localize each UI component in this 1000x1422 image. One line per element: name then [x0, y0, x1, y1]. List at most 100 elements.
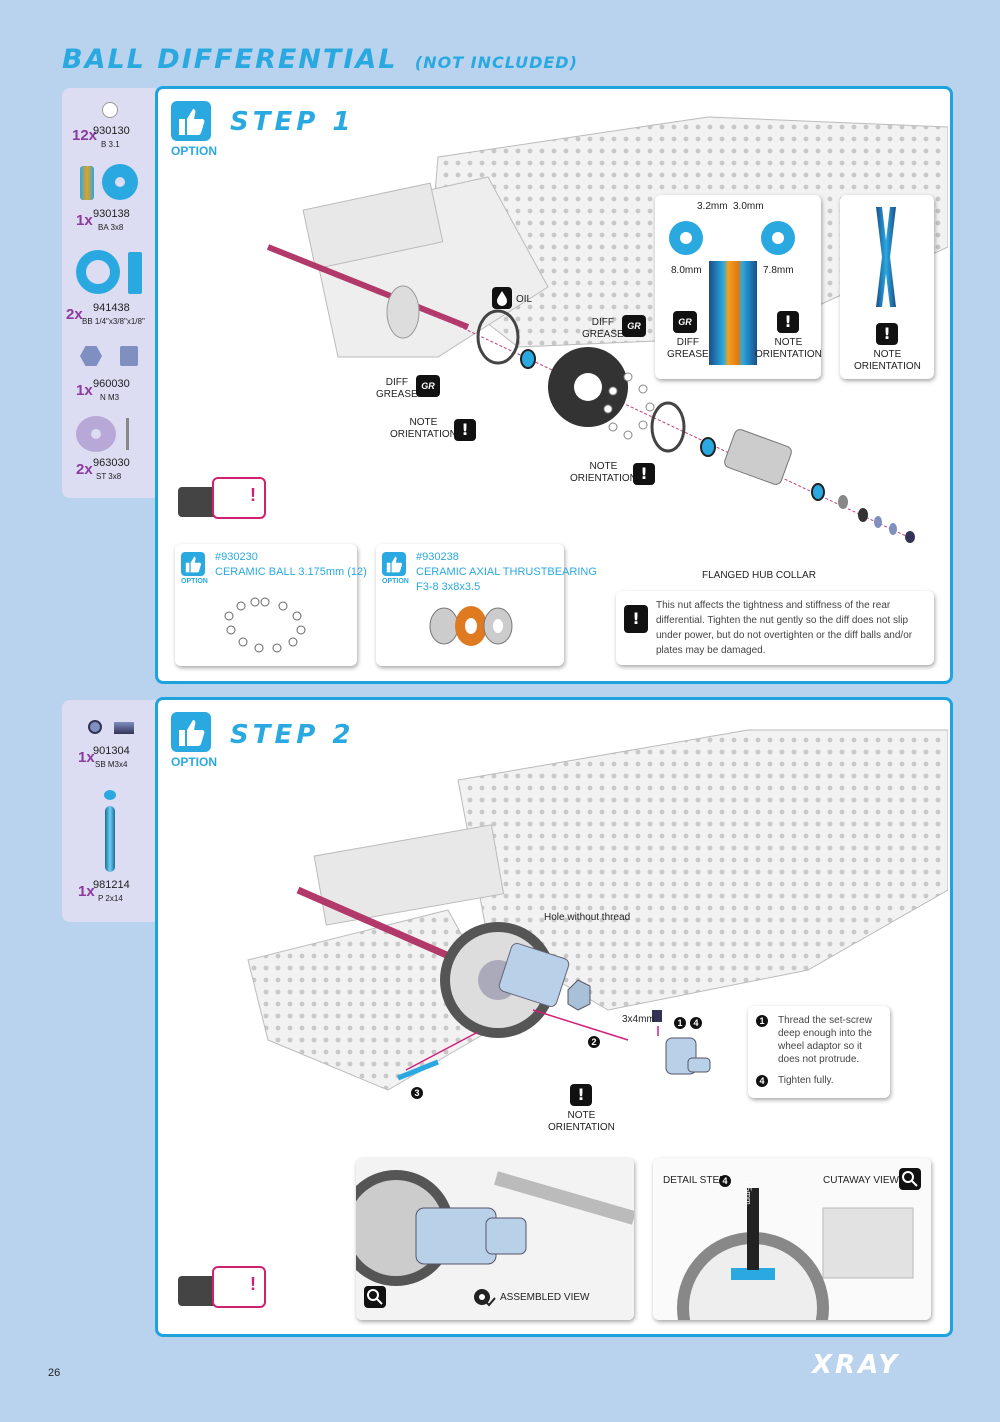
step-number: 4	[756, 1075, 768, 1087]
assembled-view-card: ASSEMBLED VIEW	[356, 1158, 634, 1320]
set-screw-icon	[88, 720, 102, 734]
step-marker-1: 1	[674, 1013, 686, 1031]
part-name: BA 3x8	[98, 223, 124, 232]
page-title: BALL DIFFERENTIAL (NOT INCLUDED)	[62, 44, 578, 75]
steel-washer-side-icon	[126, 418, 129, 450]
detail-step-label: DETAIL STEP	[663, 1175, 726, 1186]
part-name: SB M3x4	[95, 760, 128, 769]
part-number: 901304	[93, 745, 130, 757]
part-number: 930130	[93, 125, 130, 137]
dimension-label: 3.2mm	[697, 201, 728, 212]
instruction-1: 1 Thread the set-screw deep enough into …	[756, 1014, 882, 1066]
part-number: 960030	[93, 378, 130, 390]
part-name: ST 3x8	[96, 472, 122, 481]
option-part-number: #930230	[215, 551, 258, 563]
note-orientation-label: NOTE ORIENTATION	[570, 461, 637, 484]
hole-without-thread-label: Hole without thread	[544, 912, 631, 923]
nut-side-icon	[120, 346, 138, 366]
dimension-label: 7.8mm	[763, 265, 794, 276]
set-screw-side-icon	[114, 722, 134, 734]
step-title: STEP 1	[230, 107, 355, 137]
gear-check-icon	[472, 1286, 496, 1308]
spring-washer-icon	[876, 207, 888, 307]
spring-washer-icon	[884, 207, 896, 307]
thumbs-up-icon	[171, 101, 211, 141]
brand-logo: XRAY	[812, 1350, 901, 1380]
grease-icon: GR	[673, 311, 697, 333]
warning-note-text: This nut affects the tightness and stiff…	[656, 600, 913, 656]
step-marker-2: 2	[588, 1032, 600, 1050]
grease-icon: GR	[622, 315, 646, 337]
option-card-ceramic-ball: OPTION #930230 CERAMIC BALL 3.175mm (12)	[175, 544, 367, 666]
option-label: OPTION	[181, 578, 208, 585]
step2-parts-bar: 1x 901304 SB M3x4 1x 981214 P 2x14	[62, 700, 162, 922]
part-qty: 1x	[76, 382, 93, 399]
oil-label: OIL	[516, 294, 533, 305]
part-qty: 1x	[78, 883, 95, 900]
instruction-text: Thread the set-screw deep enough into th…	[778, 1015, 872, 1065]
step-number: 1	[756, 1015, 768, 1027]
magnifier-icon	[899, 1168, 921, 1190]
washer-icon	[102, 164, 138, 200]
detail-step-card: DETAIL STEP 4 1.5mm CUTAWAY VIEW	[653, 1158, 931, 1320]
step2-panel: OPTION STEP 2 Hole without thread 3x4mm …	[155, 697, 953, 1337]
nut-icon	[80, 346, 102, 366]
note-orientation-label: NOTE ORIENTATION	[548, 1110, 615, 1133]
page-title-sub: (NOT INCLUDED)	[414, 53, 578, 72]
part-qty: 2x	[66, 306, 83, 323]
part-number: 930138	[93, 208, 130, 220]
dimension-label: 8.0mm	[671, 265, 702, 276]
diff-installation-diagram	[247, 729, 948, 1091]
diff-grease-label: DIFF GREASE	[582, 317, 624, 340]
step1-parts-bar: 12x 930130 B 3.1 1x 930138 BA 3x8 2x 941…	[62, 88, 162, 498]
part-number: 963030	[93, 457, 130, 469]
exclamation-icon: !	[624, 605, 648, 633]
note-orientation-label: NOTE ORIENTATION	[390, 417, 457, 440]
step-number: 3	[411, 1087, 423, 1099]
part-name: P 2x14	[98, 894, 123, 903]
option-label: OPTION	[382, 578, 409, 585]
thumbs-up-icon	[181, 552, 205, 576]
note-orientation-label: NOTE ORIENTATION	[854, 349, 921, 372]
grease-icon: GR	[416, 375, 440, 397]
shim-washer-icon	[669, 221, 703, 255]
magnifier-icon	[364, 1286, 386, 1308]
part-qty: 2x	[76, 461, 93, 478]
cutaway-view-image	[653, 1158, 931, 1320]
instructions-box: 1 Thread the set-screw deep enough into …	[748, 1006, 890, 1098]
ball-icon	[102, 102, 118, 118]
part-name: B 3.1	[101, 140, 120, 149]
diff-grease-label: DIFF GREASE	[667, 337, 709, 360]
thumbs-up-icon	[171, 712, 211, 752]
instruction-4: 4 Tighten fully.	[756, 1074, 882, 1087]
flanged-hub-collar-label: FLANGED HUB COLLAR	[702, 570, 816, 581]
note-orientation-label: NOTE ORIENTATION	[755, 337, 822, 360]
step-number: 4	[719, 1175, 731, 1187]
option-part-name: CERAMIC BALL 3.175mm (12)	[215, 566, 367, 578]
car-thumbnail: !	[174, 1260, 266, 1316]
instruction-text: Tighten fully.	[778, 1075, 834, 1086]
part-number: 941438	[93, 302, 130, 314]
step-number: 1	[674, 1017, 686, 1029]
part-number: 981214	[93, 879, 130, 891]
exclamation-icon: !	[454, 419, 476, 441]
step-marker-3: 3	[411, 1083, 423, 1101]
cutaway-view-label: CUTAWAY VIEW	[823, 1175, 899, 1186]
ball-bearing-side-icon	[128, 252, 142, 294]
pin-icon	[104, 790, 116, 800]
chassis-exploded-diagram	[266, 116, 948, 543]
option-part-number: #930238	[416, 551, 459, 563]
part-qty: 1x	[76, 212, 93, 229]
exclamation-icon: !	[876, 323, 898, 345]
step-number: 4	[690, 1017, 702, 1029]
option-part-name: CERAMIC AXIAL THRUSTBEARING F3-8 3x8x3.5	[416, 566, 597, 593]
part-qty: 12x	[72, 127, 98, 144]
shim-detail-box: 3.2mm 3.0mm 8.0mm 7.8mm GR DIFF GREASE !…	[655, 195, 822, 379]
part-name: BB 1/4"x3/8"x1/8"	[82, 317, 145, 326]
option-card-thrustbearing: OPTION #930238 CERAMIC AXIAL THRUSTBEARI…	[376, 544, 597, 666]
diff-grease-label: DIFF GREASE	[376, 377, 418, 400]
exclamation-icon: !	[633, 463, 655, 485]
ball-bearing-icon	[76, 250, 120, 294]
pin-icon	[105, 806, 115, 872]
page-title-text: BALL DIFFERENTIAL	[62, 44, 398, 75]
